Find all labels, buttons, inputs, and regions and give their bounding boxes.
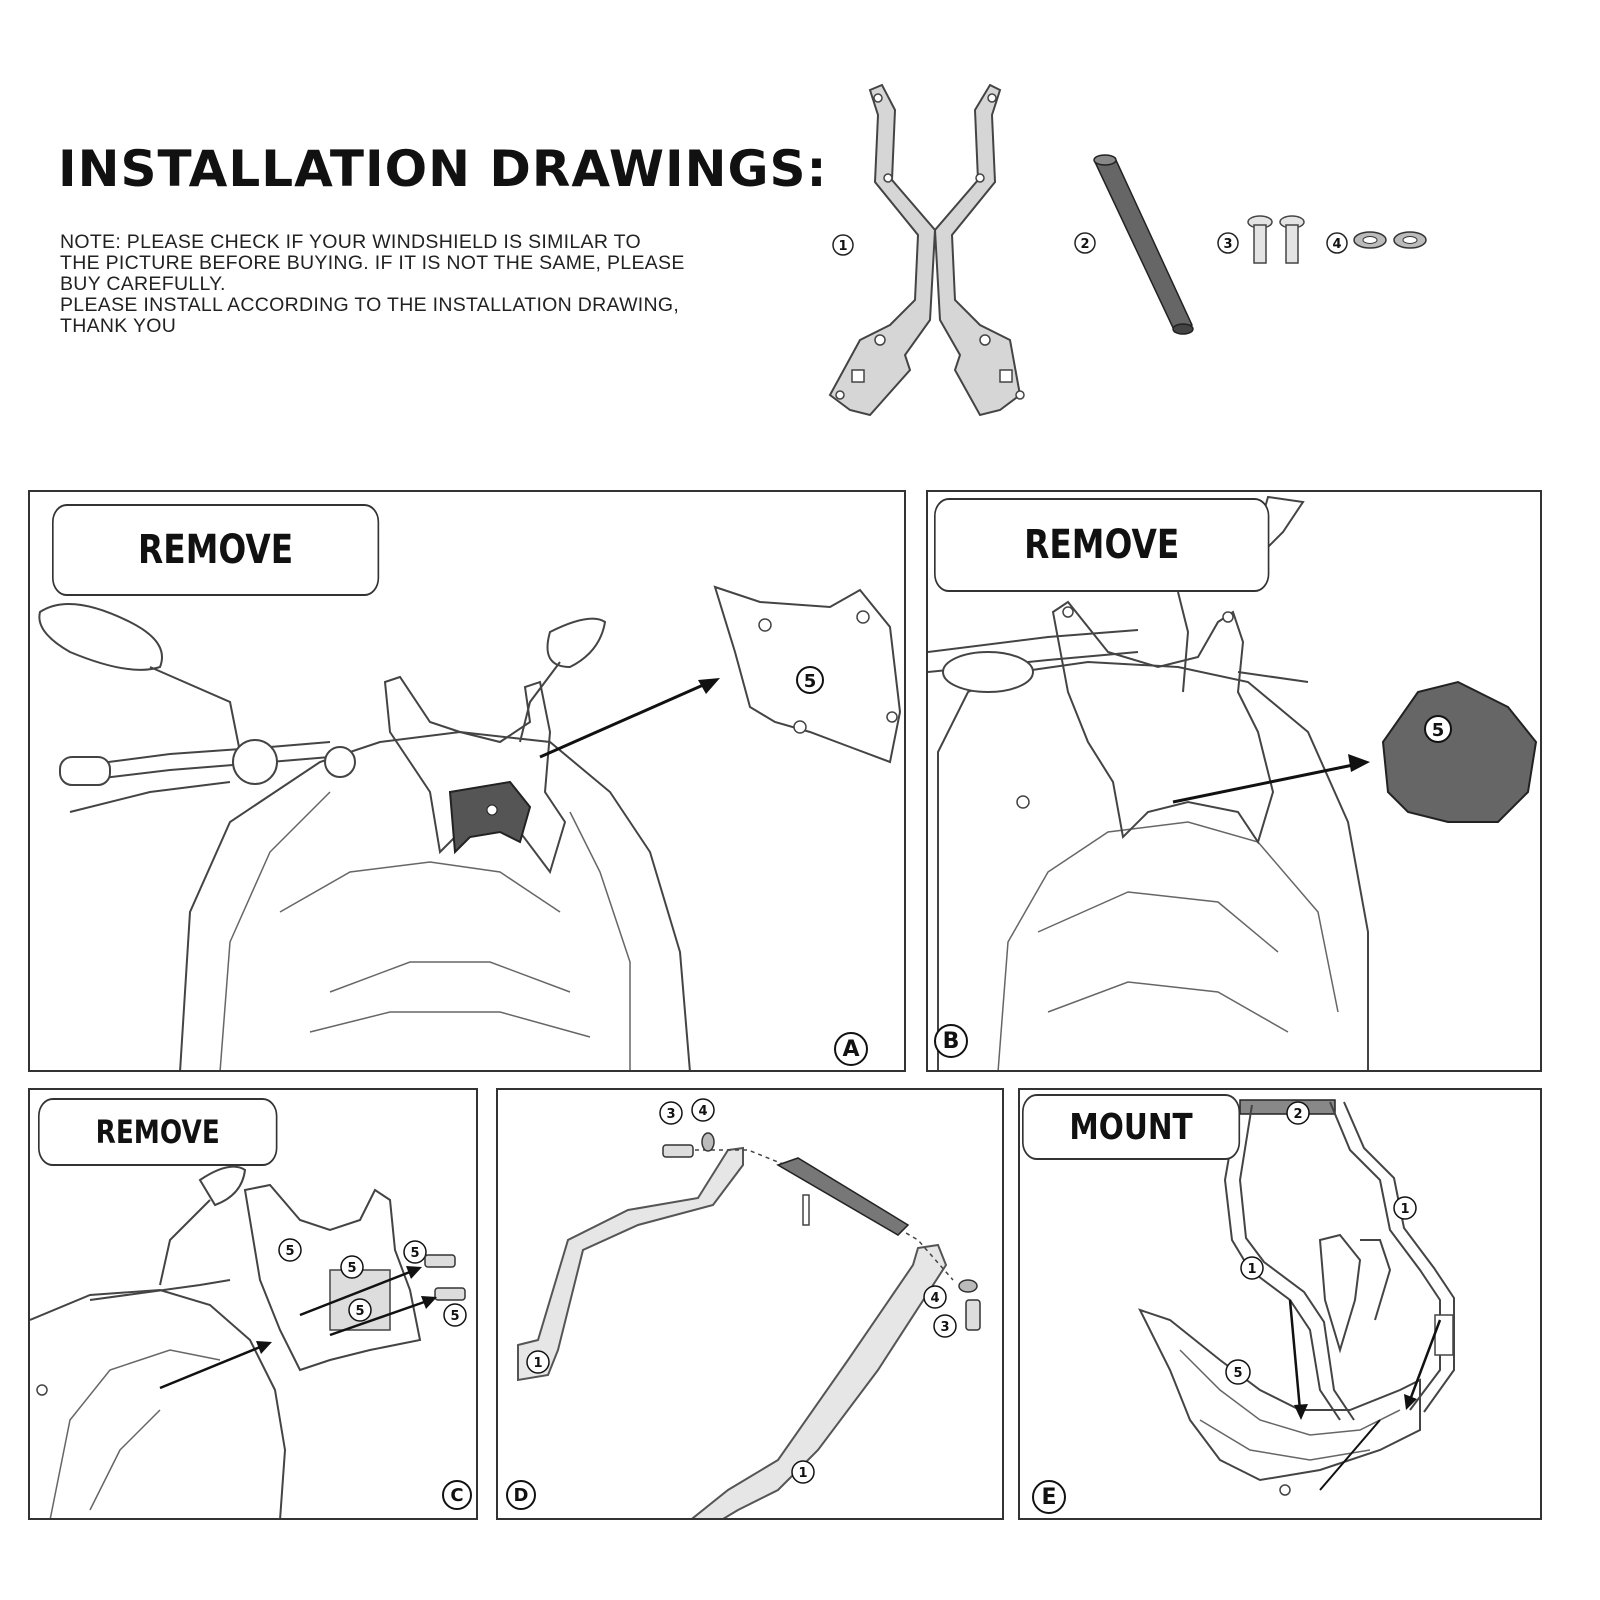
panel-d: 1 1 3 4 4 3 D	[496, 1088, 1004, 1520]
callout-bolt: 3	[940, 1320, 949, 1335]
remove-tag-label: REMOVE	[95, 1113, 220, 1151]
step-letter-b: B	[934, 1024, 968, 1058]
remove-tag: REMOVE	[934, 498, 1270, 592]
parts-svg: 1 2 3 4	[828, 83, 1427, 417]
note-line: BUY CAREFULLY.	[60, 273, 226, 295]
callout-part-5: 5	[355, 1304, 364, 1319]
panel-a-drawing: 5	[38, 585, 902, 1070]
note-line: PLEASE INSTALL ACCORDING TO THE INSTALLA…	[60, 294, 680, 316]
callout-shield: 5	[1233, 1366, 1242, 1381]
remove-tag: REMOVE	[52, 504, 380, 596]
callout-part-5: 5	[347, 1261, 356, 1276]
step-letter-a: A	[834, 1032, 868, 1066]
note-line: THE PICTURE BEFORE BUYING. IF IT IS NOT …	[60, 252, 685, 274]
bracket-part-image: 1	[828, 83, 1025, 417]
parts-illustration: 1 2 3 4	[820, 70, 1460, 440]
panel-e-drawing: 2 1 1 5	[1138, 1099, 1455, 1496]
callout-washer: 4	[930, 1291, 939, 1306]
panel-a: 5 REMOVE A	[28, 490, 906, 1072]
note-line: THANK YOU	[60, 315, 177, 337]
callouts-5: 5 5 5 5 5	[278, 1238, 467, 1327]
remove-tag-label: REMOVE	[1024, 522, 1180, 568]
mount-tag: MOUNT	[1022, 1094, 1241, 1160]
callout-bracket: 1	[798, 1466, 807, 1481]
callout-windshield: 5	[1432, 720, 1445, 741]
panel-b-drawing: 5	[928, 495, 1538, 1070]
callout-rod: 2	[1080, 237, 1089, 252]
step-letter-c: C	[442, 1480, 472, 1510]
remove-tag: REMOVE	[38, 1098, 278, 1166]
page-title: INSTALLATION DRAWINGS:	[58, 140, 828, 198]
bolt-part-image: 3	[1217, 215, 1305, 264]
panel-e: 2 1 1 5 MOUNT E	[1018, 1088, 1542, 1520]
step-letter-d: D	[506, 1480, 536, 1510]
callout-part-5: 5	[285, 1244, 294, 1259]
callout-bracket: 1	[1247, 1262, 1256, 1277]
note-text: NOTE: PLEASE CHECK IF YOUR WINDSHIELD IS…	[60, 232, 760, 337]
remove-tag-label: REMOVE	[138, 527, 294, 573]
panel-d-drawing: 1 1 3 4 4 3	[517, 1098, 981, 1518]
step-letter-e: E	[1032, 1480, 1066, 1514]
panel-c: 5 5 5 5 5 REMOVE C	[28, 1088, 478, 1520]
washer-part-image: 4	[1326, 231, 1427, 254]
callout-bolt: 3	[666, 1107, 675, 1122]
callout-rod: 2	[1293, 1107, 1302, 1122]
panel-c-drawing: 5 5 5 5 5	[30, 1165, 467, 1518]
callout-bracket: 1	[533, 1356, 542, 1371]
callout-washer: 4	[698, 1104, 707, 1119]
rod-part-image: 2	[1074, 154, 1194, 335]
callout-bracket: 1	[1400, 1202, 1409, 1217]
callout-washer: 4	[1332, 237, 1341, 252]
callout-part-5: 5	[410, 1246, 419, 1261]
callout-windshield: 5	[804, 671, 817, 692]
panel-b: 5 REMOVE B	[926, 490, 1542, 1072]
callout-bolt: 3	[1223, 237, 1232, 252]
note-line: NOTE: PLEASE CHECK IF YOUR WINDSHIELD IS…	[60, 231, 641, 253]
callout-bracket: 1	[838, 239, 847, 254]
callout-part-5: 5	[450, 1309, 459, 1324]
mount-tag-label: MOUNT	[1069, 1106, 1193, 1148]
